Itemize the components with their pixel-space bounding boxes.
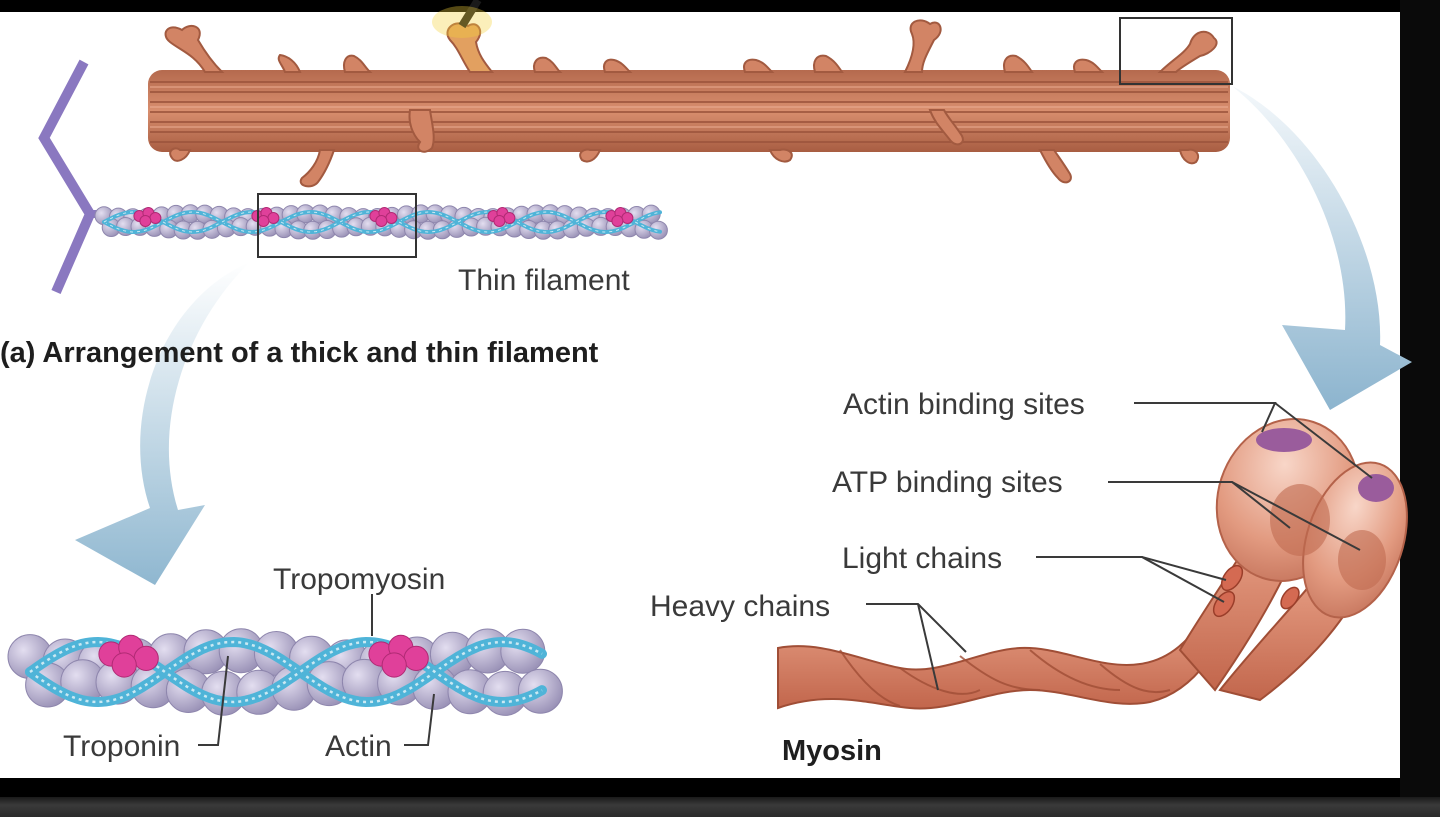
label-troponin: Troponin <box>63 730 180 763</box>
label-actin: Actin <box>325 730 392 763</box>
label-actin-binding-sites: Actin binding sites <box>843 388 1085 421</box>
thick-filament-callout-box <box>1119 17 1233 85</box>
z-disc <box>38 59 96 294</box>
label-heavy-chains: Heavy chains <box>650 590 830 623</box>
zoom-arrow-thin <box>75 262 250 585</box>
label-thin-filament: Thin filament <box>458 264 630 297</box>
label-myosin: Myosin <box>782 735 882 767</box>
label-atp-binding-sites: ATP binding sites <box>832 466 1063 499</box>
thin-filament-detail <box>7 628 563 716</box>
label-tropomyosin: Tropomyosin <box>273 563 445 596</box>
panel-a-caption: (a) Arrangement of a thick and thin fila… <box>0 337 599 369</box>
thin-filament-callout-box <box>257 193 417 258</box>
thin-filament <box>94 204 668 240</box>
thick-filament <box>148 19 1230 188</box>
leader-lines <box>198 402 1373 746</box>
myosin-molecule <box>777 418 1408 710</box>
bottom-bar <box>0 797 1440 817</box>
zoom-arrow-thick <box>1232 86 1412 410</box>
label-light-chains: Light chains <box>842 542 1002 575</box>
